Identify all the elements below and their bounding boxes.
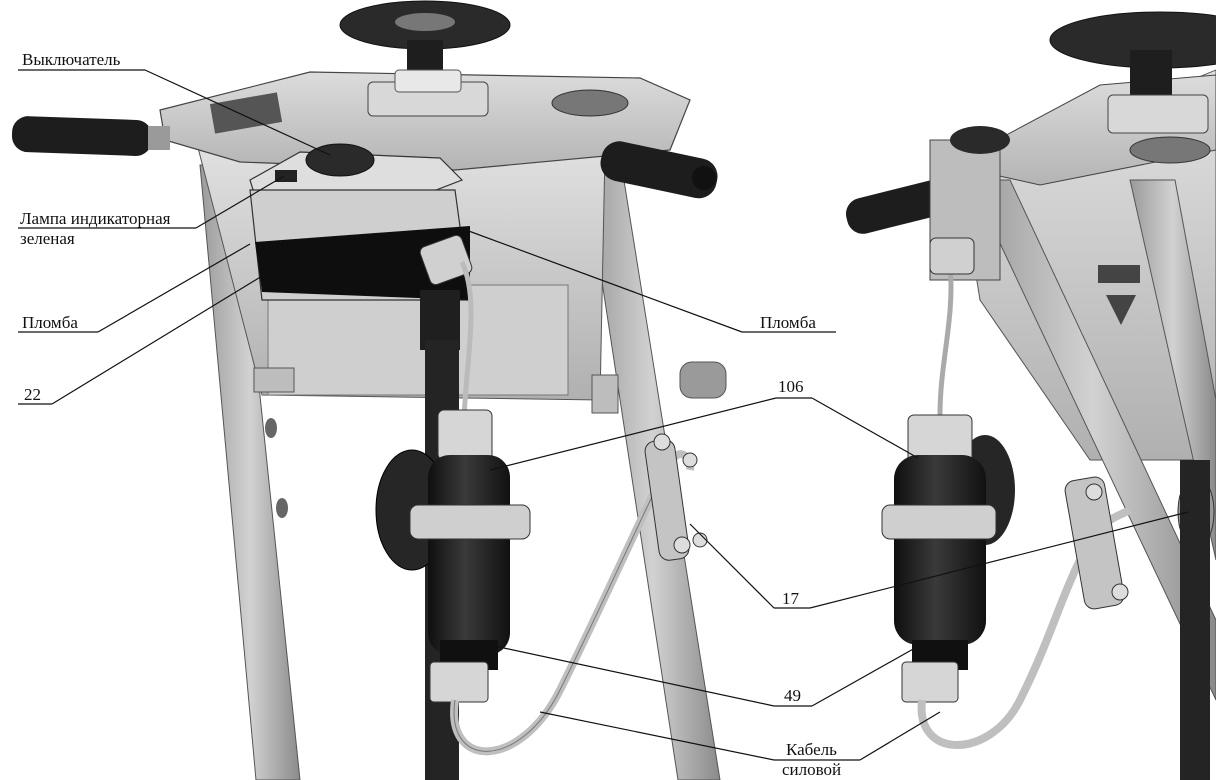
bolt <box>1111 583 1129 601</box>
label-seal-left: Пломба <box>22 313 78 332</box>
label-plate <box>209 92 283 134</box>
right-gland <box>929 237 975 275</box>
right-thin-cable <box>937 261 954 416</box>
bolt <box>653 433 671 451</box>
sensor-nut <box>409 504 531 540</box>
bolt <box>682 452 698 468</box>
bolt <box>1085 483 1103 501</box>
sensor-cap <box>437 409 493 461</box>
right-sensor-nut <box>881 504 997 540</box>
left-handle-stem <box>148 126 170 150</box>
right-window-tri <box>1106 295 1136 325</box>
leader-49-left <box>489 644 775 707</box>
label-lamp-line2: зеленая <box>20 229 75 248</box>
label-49: 49 <box>784 686 801 705</box>
left-handle-grip <box>11 116 153 156</box>
callouts: Выключатель Лампа индикаторная зеленая П… <box>18 50 1189 779</box>
clamp-bracket <box>591 374 619 414</box>
clamp-bracket <box>253 367 295 393</box>
right-spindle <box>1130 50 1172 100</box>
bolt <box>692 532 708 548</box>
side-pipe <box>679 361 727 399</box>
label-cable-line2: силовой <box>782 760 841 779</box>
left-assembly <box>11 0 727 780</box>
right-bracket <box>1064 476 1125 610</box>
label-lamp-line1: Лампа индикаторная <box>20 209 171 228</box>
handle-end <box>692 166 716 190</box>
leader-cable-right <box>859 711 941 761</box>
leg-hole <box>276 498 288 518</box>
right-assembly <box>845 11 1216 780</box>
label-17: 17 <box>782 589 800 608</box>
label-seal-right: Пломба <box>760 313 816 332</box>
leader-seal-left <box>97 243 251 333</box>
label-cable-line1: Кабель <box>786 740 837 759</box>
right-flange <box>1107 94 1209 134</box>
sensor-body <box>428 455 510 655</box>
label-106: 106 <box>778 377 804 396</box>
leader-106-left <box>489 397 777 471</box>
power-cable-edge <box>453 469 666 752</box>
right-window <box>1098 265 1140 283</box>
bolt <box>673 536 691 554</box>
leader-lamp <box>195 175 285 229</box>
leader-switch <box>144 69 331 156</box>
emblem <box>551 89 629 117</box>
leader-seal-right <box>465 229 743 333</box>
indicator-lamp <box>275 170 297 182</box>
leader-106-right <box>811 397 919 459</box>
leader-49-right <box>811 647 916 707</box>
seal-band <box>255 226 470 300</box>
leader-cable-left <box>539 711 775 761</box>
housing-lower-panel <box>267 284 569 396</box>
leader-17-right <box>809 511 1189 609</box>
leader-17-left <box>689 523 775 609</box>
right-switch-knob <box>950 126 1010 154</box>
label-switch: Выключатель <box>22 50 121 69</box>
label-22: 22 <box>24 385 41 404</box>
leader-22 <box>51 261 286 405</box>
right-sensor-body <box>894 455 986 645</box>
flange-collar <box>394 69 462 93</box>
right-lower-nut <box>901 661 959 703</box>
handwheel-hub <box>395 13 455 31</box>
right-hose <box>1180 460 1210 780</box>
lower-nut <box>429 661 489 703</box>
cable-gland <box>419 234 473 286</box>
thin-cable <box>459 260 474 421</box>
leg-hole <box>265 418 277 438</box>
right-handle-grip <box>600 141 718 199</box>
right-emblem <box>1129 136 1211 164</box>
